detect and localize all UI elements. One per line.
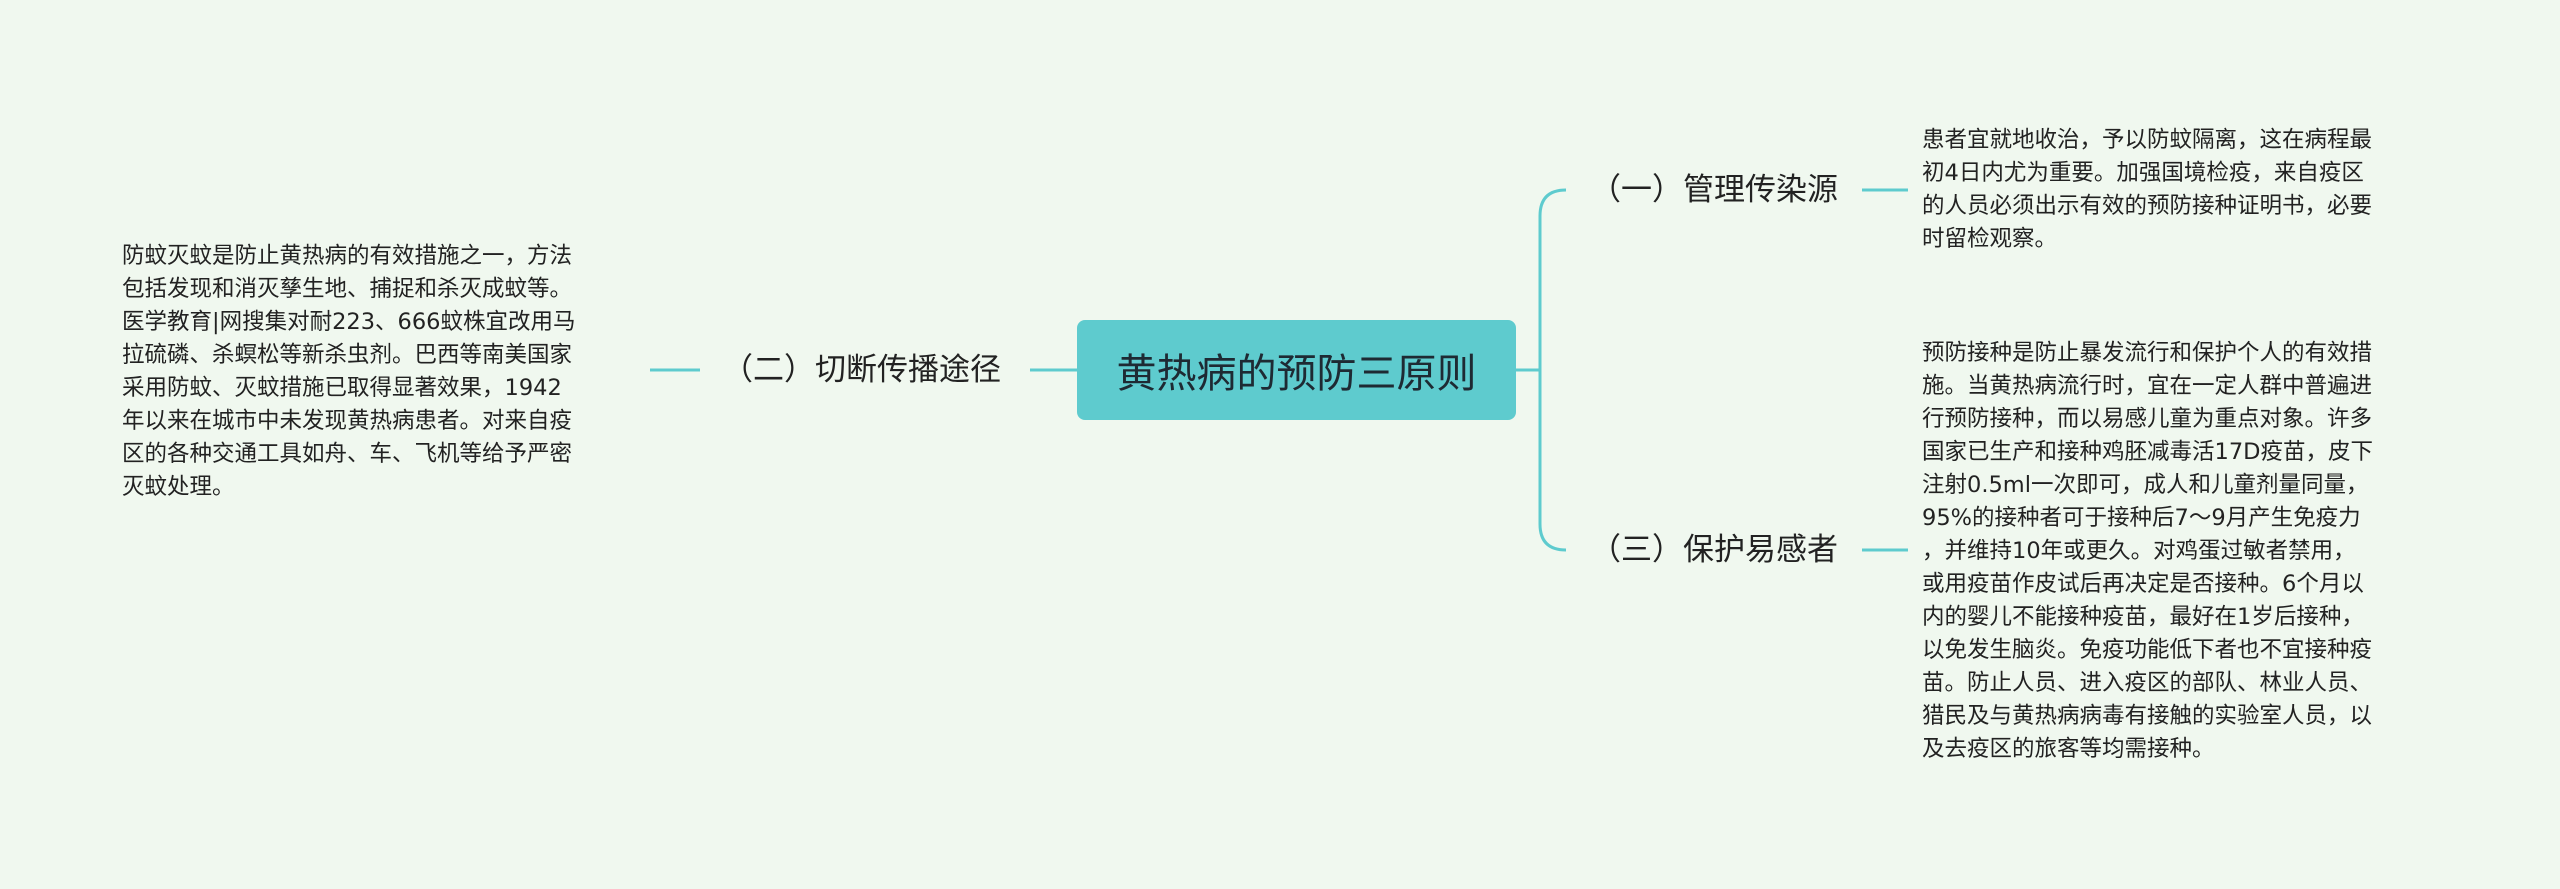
branch-manage-source[interactable]: （一）管理传染源 xyxy=(1590,170,1838,210)
root-title: 黄热病的预防三原则 xyxy=(1116,351,1477,397)
branch-cut-transmission[interactable]: （二）切断传播途径 xyxy=(722,350,1001,390)
branch-cut-transmission-detail: 防蚊灭蚊是防止黄热病的有效措施之一，方法 包括发现和消灭孳生地、捕捉和杀灭成蚊等… xyxy=(122,243,576,500)
branch-manage-source-detail: 患者宜就地收治，予以防蚊隔离，这在病程最 初4日内尤为重要。加强国境检疫，来自疫… xyxy=(1922,127,2373,252)
branch-label: （二）切断传播途径 xyxy=(722,352,1001,388)
branch-protect-susceptible[interactable]: （三）保护易感者 xyxy=(1590,530,1838,570)
branch-label: （一）管理传染源 xyxy=(1590,172,1838,208)
branch-protect-susceptible-detail: 预防接种是防止暴发流行和保护个人的有效措 施。当黄热病流行时，宜在一定人群中普遍… xyxy=(1922,340,2373,762)
root-node[interactable]: 黄热病的预防三原则 xyxy=(1077,320,1516,420)
connector-bracket xyxy=(1538,188,1567,552)
branch-label: （三）保护易感者 xyxy=(1590,532,1838,568)
